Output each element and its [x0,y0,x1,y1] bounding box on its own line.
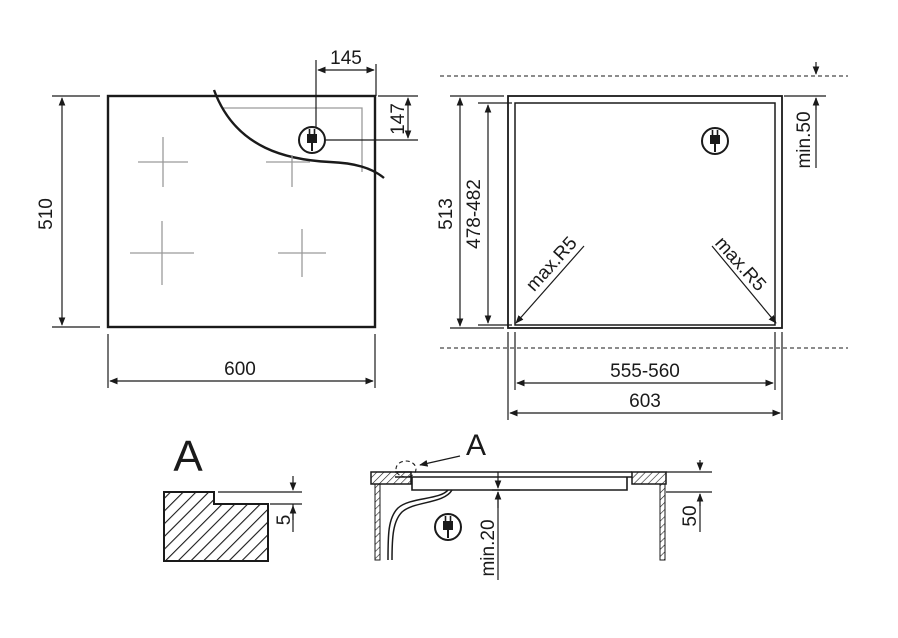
cabinet-wall-left [374,483,381,561]
dim-478-482: 478-482 [464,179,485,249]
power-cable [387,489,449,561]
detail-a: A 5 [163,432,302,562]
cooking-zone-2 [266,155,310,187]
radius-right: max.R5 [710,233,769,296]
dim-603: 603 [629,391,661,412]
section-view: A min.20 50 [370,429,712,580]
detail-a-title: A [173,432,203,481]
dim-600: 600 [224,359,256,380]
hob-inner-outline [222,107,363,172]
worktop-right [631,471,667,485]
detail-a-section [163,491,269,562]
dim-555-560: 555-560 [610,361,680,382]
detail-callout-label: A [466,429,486,462]
dim-min-20: min.20 [478,519,499,576]
dim-min-50: min.50 [794,111,815,168]
dim-513: 513 [436,198,457,230]
dim-50: 50 [680,505,701,526]
power-plug-icon [298,126,326,154]
hob-outline [106,94,377,329]
cooking-zone-3 [130,221,194,285]
cooking-zone-4 [278,229,326,277]
cutout-inner [514,102,776,326]
dim-147: 147 [388,103,409,135]
power-plug-icon [701,127,729,155]
cabinet-wall-right [659,483,666,561]
hob-top-view: 145 147 510 600 [36,48,418,388]
dim-5: 5 [274,515,295,526]
cutout-top-view: max.R5 max.R5 513 478-482 min.50 555-560… [436,62,848,420]
dim-145: 145 [330,48,362,69]
radius-left: max.R5 [522,233,581,296]
worktop-left [370,471,412,485]
cooking-zone-1 [138,137,188,187]
hob-body [411,477,628,491]
cutout-outer [507,95,783,329]
dim-510: 510 [36,198,57,230]
cutaway-curve [212,89,385,179]
detail-callout-circle [395,460,417,478]
power-plug-icon [434,513,462,541]
